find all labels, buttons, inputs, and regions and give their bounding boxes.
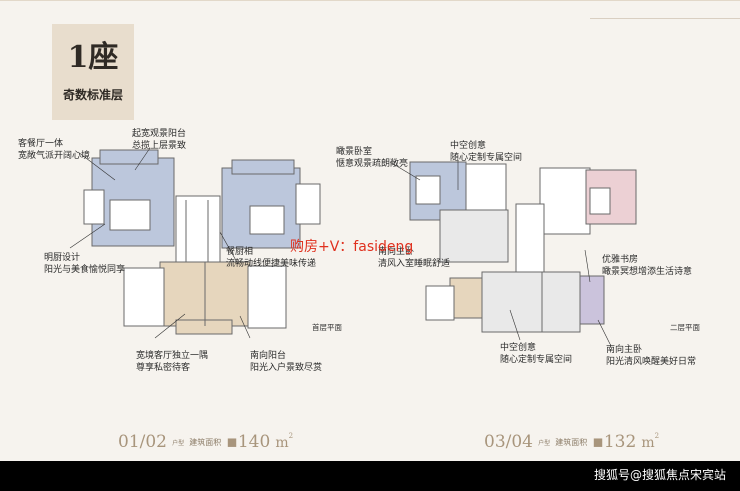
unit-type-right: 03/04 [484,432,533,452]
area-label-left: 建筑面积 [189,438,222,447]
left-floor-plan [83,149,321,335]
callout-kitchen: 明厨设计 阳光与美食愉悦同享 [44,253,126,275]
callout-void-bottom: 中空创意 随心定制专属空间 [500,343,573,365]
second-floor-label: 二层平面 [670,323,700,332]
right-floor-plan [409,161,637,333]
callout-south-balcony: 南向阳台 阳光入户景致尽赏 [250,351,323,373]
callout-master-bedroom: 南向主卧 清风入室睡眠舒适 [378,247,451,269]
building-number: 1座 [67,40,119,75]
building-floor-type: 奇数标准层 [62,88,123,102]
area-value-right: ▪132 [592,432,637,452]
building-badge: 1座 奇数标准层 [52,24,134,120]
contact-watermark: 购房+V：fasideng [290,239,414,255]
right-plan-core [515,203,545,275]
callout-bedroom-view: 瞰景卧室 惬意观景疏朗敞亮 [336,147,409,169]
unit-info-left: 01/02 户型 建筑面积 ▪140 m2 [118,432,294,452]
callout-entrance: 宽境客厅独立一隅 尊享私密待客 [136,351,209,373]
callout-balcony-view: 起宽观景阳台 总揽上层景致 [132,129,187,151]
unit-info-right: 03/04 户型 建筑面积 ▪132 m2 [484,432,660,452]
callout-dining-flow: 餐厨相 流畅动线便捷美味传递 [226,247,317,269]
callout-study: 优雅书房 瞰景冥想增添生活诗意 [602,255,693,277]
first-floor-label: 首层平面 [312,323,342,332]
footer-credit: 搜狐号@搜狐焦点宋宾站 [593,468,726,482]
area-label-right: 建筑面积 [555,438,588,447]
callout-leaders [69,147,611,345]
footer-bar [0,461,740,491]
left-plan-core [175,195,221,267]
top-divider [0,0,740,1]
area-value-left: ▪140 [226,432,271,452]
callout-void-top: 中空创意 随心定制专属空间 [450,141,523,163]
right-plan-lavender-unit [579,275,605,325]
top-right-divider [590,18,740,19]
right-plan-lower-left-unit [449,277,483,319]
unit-type-left: 01/02 [118,432,167,452]
callout-dining-living: 客餐厅一体 宽敞气派开阔心境 [18,139,91,161]
callout-master-south: 南向主卧 阳光清风唤醒美好日常 [606,345,697,367]
